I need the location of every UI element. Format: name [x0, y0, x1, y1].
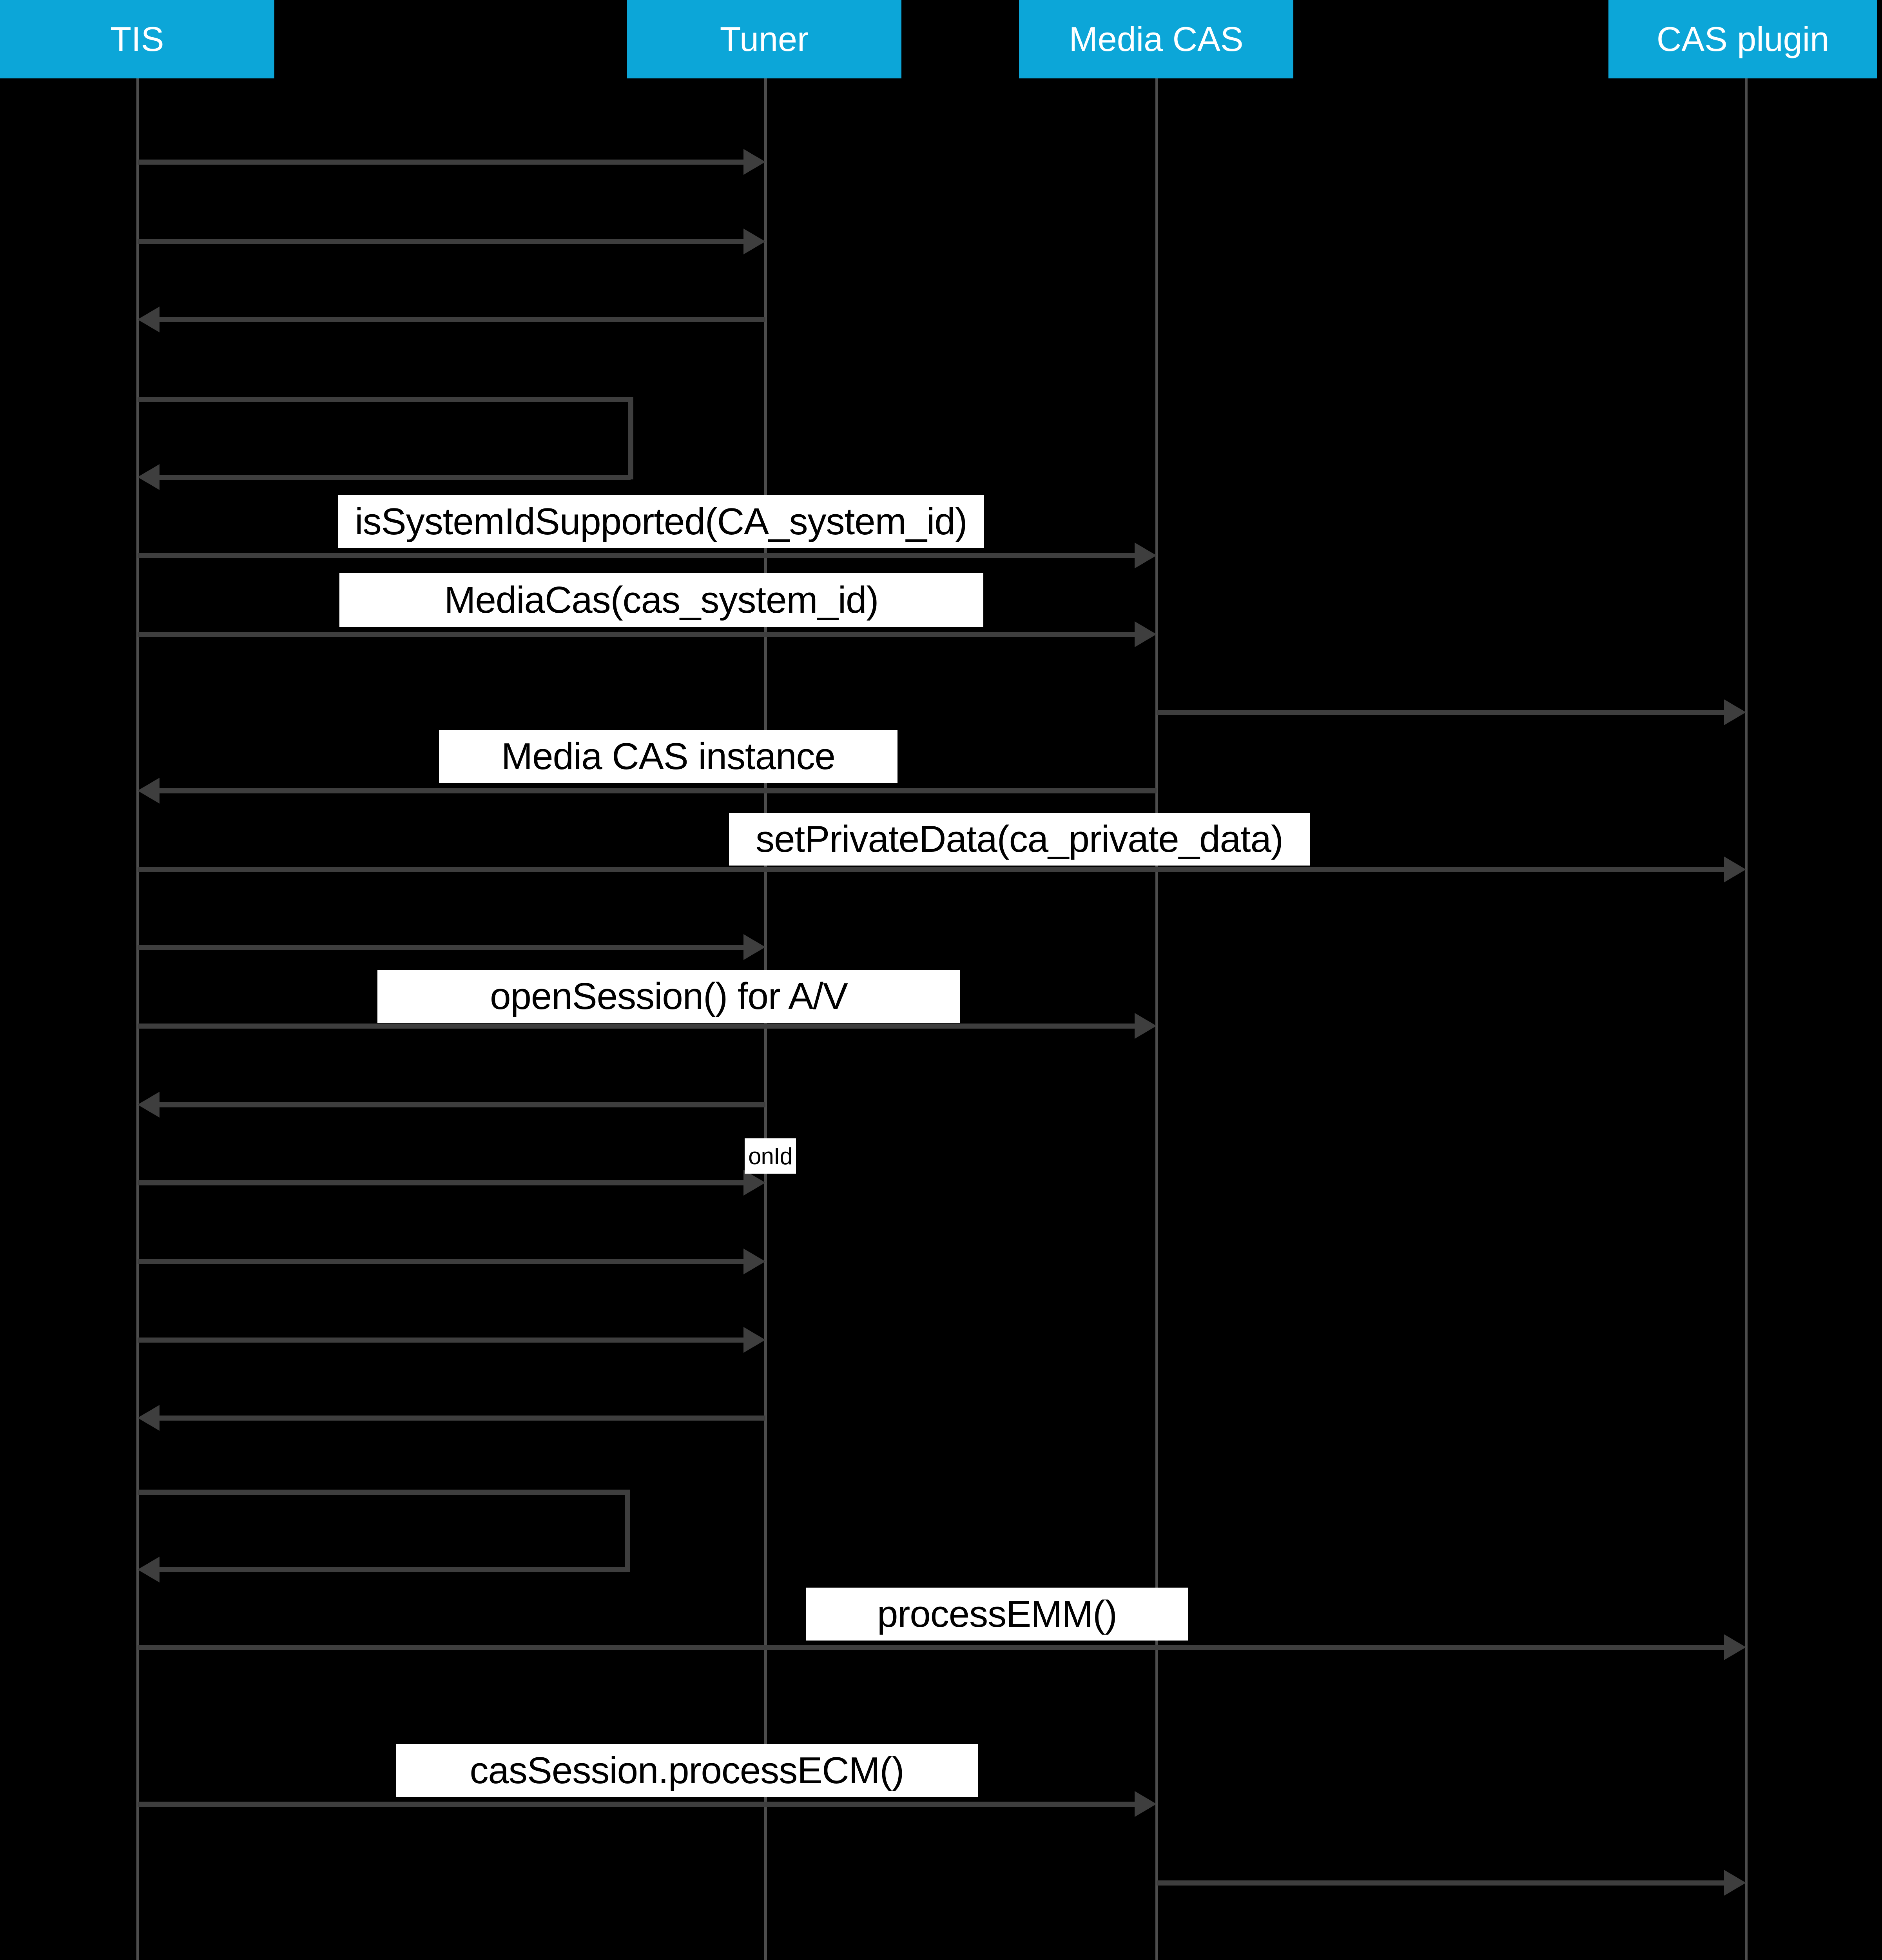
self-loop-right-line-3: [628, 397, 633, 479]
message-arrowhead-icon-17: [1724, 1634, 1746, 1660]
message-label-text-10: openSession() for A/V: [490, 975, 848, 1017]
actor-header-top-tis: TIS: [0, 0, 274, 78]
lifeline-media-cas: [1155, 78, 1158, 1960]
message-arrowhead-icon-19: [1724, 1870, 1746, 1896]
message-label-18: casSession.processECM(): [396, 1744, 978, 1797]
message-arrowhead-icon-10: [1135, 1013, 1157, 1039]
message-line-5: [138, 632, 1137, 637]
message-arrowhead-icon-9: [743, 934, 765, 960]
message-label-text-4: isSystemIdSupported(CA_system_id): [355, 500, 967, 543]
message-line-6: [1157, 710, 1726, 715]
message-line-4: [138, 553, 1137, 558]
message-line-11: [157, 1102, 765, 1107]
actor-header-top-cas-plugin: CAS plugin: [1608, 0, 1877, 78]
self-loop-right-line-16: [625, 1490, 630, 1572]
self-loop-arrowhead-icon-3: [138, 464, 160, 490]
message-label-text-8: setPrivateData(ca_private_data): [756, 818, 1284, 860]
message-arrowhead-icon-15: [138, 1405, 160, 1431]
message-line-0: [138, 160, 746, 165]
message-label-4: isSystemIdSupported(CA_system_id): [338, 495, 984, 548]
self-loop-top-line-16: [138, 1490, 627, 1495]
message-line-14: [138, 1338, 746, 1343]
message-line-13: [138, 1259, 746, 1264]
message-label-text-18: casSession.processECM(): [470, 1749, 905, 1791]
message-line-9: [138, 945, 746, 950]
message-arrowhead-icon-14: [743, 1327, 765, 1353]
message-label-text-5: MediaCas(cas_system_id): [444, 579, 879, 621]
message-label-17: processEMM(): [806, 1588, 1188, 1641]
message-line-7: [157, 788, 1157, 793]
message-label-text-7: Media CAS instance: [501, 735, 836, 777]
message-label-5: MediaCas(cas_system_id): [339, 573, 983, 627]
message-label-10: openSession() for A/V: [377, 970, 960, 1023]
actor-header-label: TIS: [110, 20, 164, 58]
actor-header-top-tuner: Tuner: [627, 0, 901, 78]
actor-header-label: CAS plugin: [1656, 20, 1829, 58]
message-line-12: [138, 1180, 746, 1185]
message-arrowhead-icon-13: [743, 1249, 765, 1274]
self-loop-bottom-line-3: [160, 475, 631, 480]
actor-header-top-media-cas: Media CAS: [1019, 0, 1293, 78]
message-label-12: onId: [745, 1138, 796, 1174]
message-arrowhead-icon-5: [1135, 621, 1157, 647]
message-arrowhead-icon-11: [138, 1092, 160, 1118]
actor-header-label: Tuner: [720, 20, 809, 58]
message-arrowhead-icon-4: [1135, 543, 1157, 568]
self-loop-bottom-line-16: [160, 1567, 627, 1572]
message-line-10: [138, 1024, 1137, 1029]
message-arrowhead-icon-2: [138, 307, 160, 332]
message-line-17: [138, 1645, 1726, 1650]
message-arrowhead-icon-0: [743, 149, 765, 175]
message-label-8: setPrivateData(ca_private_data): [729, 813, 1310, 866]
message-arrowhead-icon-1: [743, 229, 765, 254]
self-loop-arrowhead-icon-16: [138, 1557, 160, 1583]
actor-header-label: Media CAS: [1069, 20, 1244, 58]
self-loop-top-line-3: [138, 397, 631, 402]
lifeline-tis: [136, 78, 139, 1960]
message-line-18: [138, 1802, 1137, 1807]
message-line-19: [1157, 1880, 1726, 1886]
message-arrowhead-icon-18: [1135, 1791, 1157, 1817]
message-line-15: [157, 1416, 765, 1421]
message-label-text-12: onId: [748, 1143, 793, 1169]
message-line-1: [138, 239, 746, 244]
lifeline-cas-plugin: [1745, 78, 1748, 1960]
message-label-text-17: processEMM(): [877, 1593, 1117, 1635]
message-arrowhead-icon-7: [138, 778, 160, 804]
message-line-8: [138, 867, 1726, 872]
message-line-2: [157, 317, 765, 322]
message-arrowhead-icon-6: [1724, 699, 1746, 725]
message-label-7: Media CAS instance: [439, 730, 897, 783]
message-arrowhead-icon-12: [743, 1170, 765, 1196]
message-arrowhead-icon-8: [1724, 857, 1746, 882]
